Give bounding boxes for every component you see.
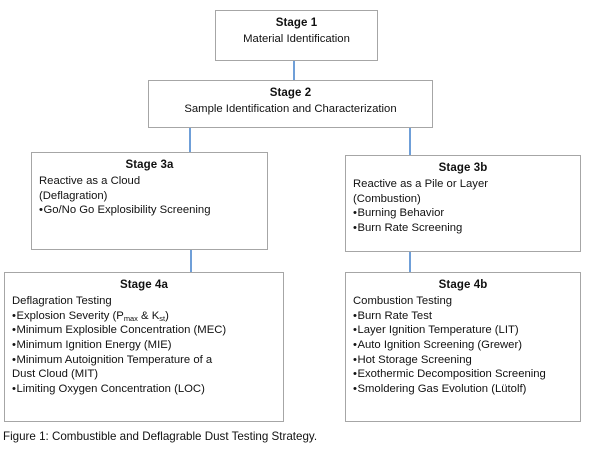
node-stage3b-title: Stage 3b xyxy=(438,162,488,174)
node-stage4a-bullet-1-sub-st: st xyxy=(159,313,166,323)
node-stage1-line-1: Material Identification xyxy=(243,32,350,45)
node-stage4a-bullet-1-middle: & K xyxy=(137,309,160,322)
node-stage4b-line-1: Combustion Testing xyxy=(353,294,453,307)
node-stage3a: Stage 3a Reactive as a Cloud (Deflagrati… xyxy=(31,152,268,250)
node-stage4a-bullet-4: Minimum Autoignition Temperature of a xyxy=(12,353,276,368)
node-stage4a-bullet-1-sub-max: max xyxy=(123,313,138,323)
node-stage4a-bullet-4-continued: Dust Cloud (MIT) xyxy=(12,368,98,381)
node-stage4a-title: Stage 4a xyxy=(119,279,169,291)
node-stage1-title: Stage 1 xyxy=(275,17,318,29)
node-stage2: Stage 2 Sample Identification and Charac… xyxy=(148,80,433,128)
node-stage4a-bullet-3: Minimum Ignition Energy (MIE) xyxy=(12,338,276,353)
connector-stage2-to-stage3a xyxy=(189,126,191,154)
node-stage4b-title: Stage 4b xyxy=(438,279,488,291)
node-stage4b-bullet-2: Layer Ignition Temperature (LIT) xyxy=(353,323,573,338)
node-stage4b-bullet-6: Smoldering Gas Evolution (Lütolf) xyxy=(353,382,573,397)
node-stage4b-bullet-4: Hot Storage Screening xyxy=(353,353,573,368)
figure-caption: Figure 1: Combustible and Deflagrable Du… xyxy=(3,430,318,443)
node-stage3b: Stage 3b Reactive as a Pile or Layer (Co… xyxy=(345,155,581,252)
connector-stage3a-to-stage4a xyxy=(190,248,192,274)
node-stage3a-line-2: (Deflagration) xyxy=(39,189,108,202)
node-stage3b-bullet-1: Burning Behavior xyxy=(353,206,573,221)
connector-stage3b-to-stage4b xyxy=(409,250,411,274)
connector-stage2-to-stage3b xyxy=(409,126,411,157)
node-stage3b-line-2: (Combustion) xyxy=(353,192,421,205)
connector-stage1-to-stage2 xyxy=(293,59,295,82)
node-stage4a: Stage 4a Deflagration Testing Explosion … xyxy=(4,272,284,422)
node-stage4a-bullet-5: Limiting Oxygen Concentration (LOC) xyxy=(12,382,276,397)
node-stage4a-line-1: Deflagration Testing xyxy=(12,294,112,307)
node-stage4b-bullet-1: Burn Rate Test xyxy=(353,309,573,324)
node-stage1: Stage 1 Material Identification xyxy=(215,10,378,61)
node-stage3b-bullet-2: Burn Rate Screening xyxy=(353,221,573,236)
node-stage4b: Stage 4b Combustion Testing Burn Rate Te… xyxy=(345,272,581,422)
flowchart-canvas: Stage 1 Material Identification Stage 2 … xyxy=(0,0,600,418)
node-stage4a-bullet-1-after: ) xyxy=(165,309,169,322)
node-stage3a-line-1: Reactive as a Cloud xyxy=(39,174,141,187)
node-stage4b-bullet-5: Exothermic Decomposition Screening xyxy=(353,367,573,382)
node-stage4a-bullet-2: Minimum Explosible Concentration (MEC) xyxy=(12,323,276,338)
node-stage2-title: Stage 2 xyxy=(269,87,312,99)
node-stage4a-bullet-1-before: Explosion Severity (P xyxy=(16,309,124,322)
node-stage3a-title: Stage 3a xyxy=(125,159,174,171)
node-stage4a-bullet-1: Explosion Severity (Pmax & Kst) xyxy=(12,309,276,324)
node-stage3b-line-1: Reactive as a Pile or Layer xyxy=(353,177,489,190)
node-stage4b-bullet-3: Auto Ignition Screening (Grewer) xyxy=(353,338,573,353)
node-stage3a-bullet-1: Go/No Go Explosibility Screening xyxy=(39,203,260,218)
node-stage2-line-1: Sample Identification and Characterizati… xyxy=(184,102,397,115)
